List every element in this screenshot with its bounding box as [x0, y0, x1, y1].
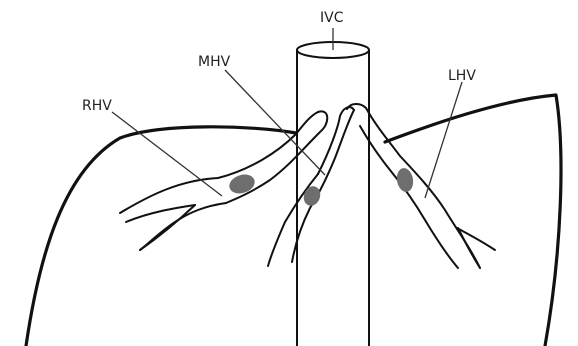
lhv-spot [395, 167, 415, 193]
liver-outline [26, 95, 561, 346]
mhv-spot [301, 184, 323, 208]
lhv-label: LHV [448, 68, 476, 84]
rhv-spot [227, 171, 257, 196]
rhv-label: RHV [82, 98, 112, 114]
mhv-label: MHV [198, 54, 231, 70]
ivc-label: IVC [320, 10, 344, 26]
